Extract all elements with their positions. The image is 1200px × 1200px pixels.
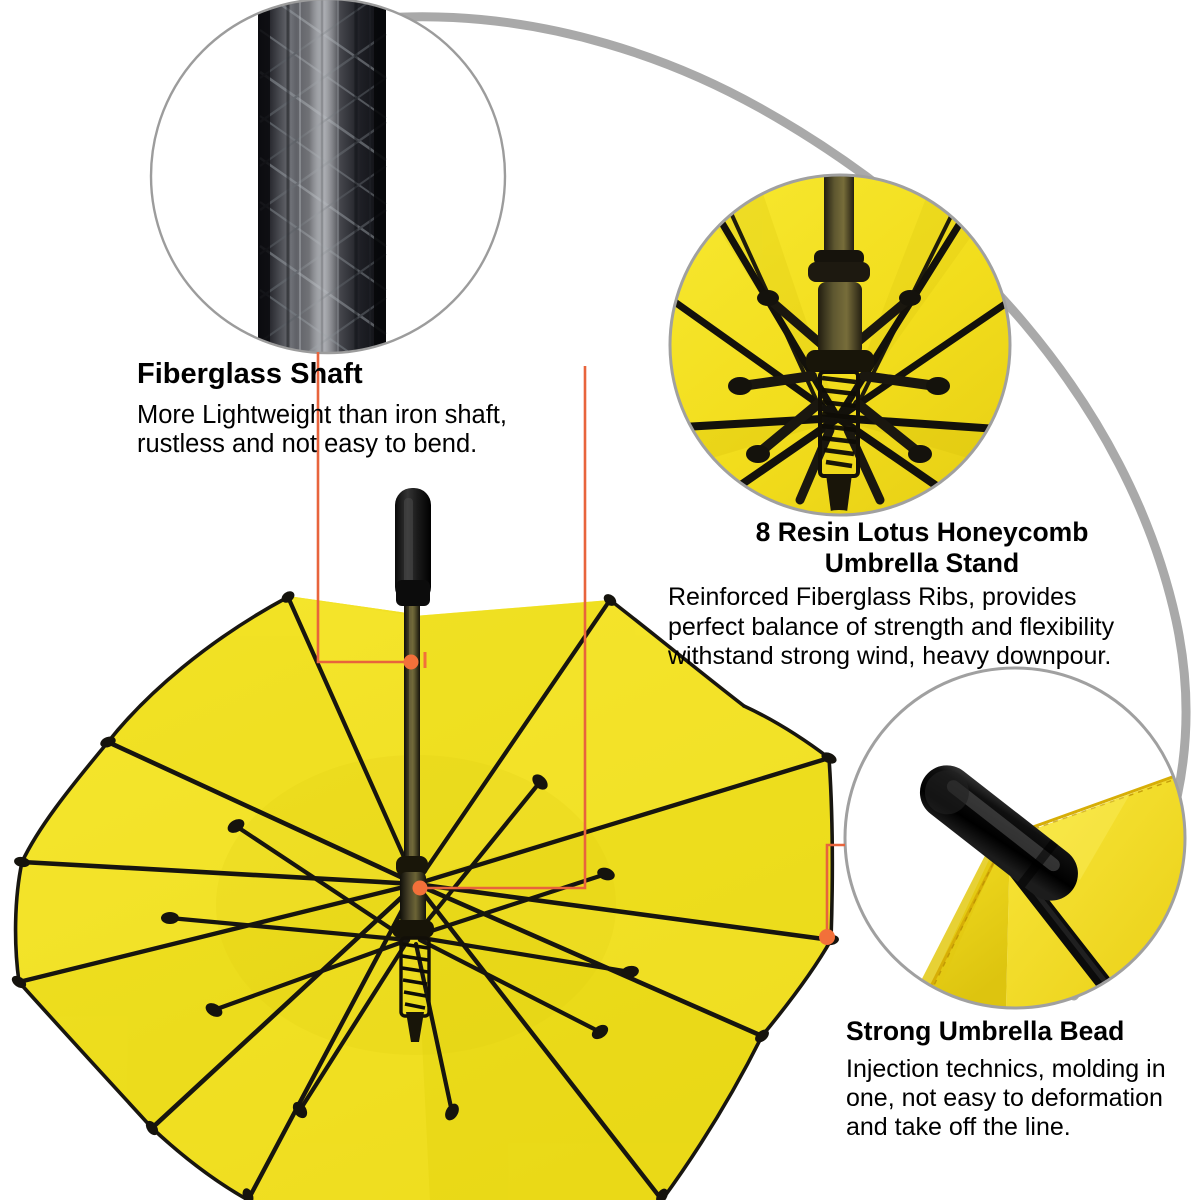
callout-body-umbrella-bead: Injection technics, molding in one, not …	[846, 1054, 1166, 1142]
inset-ring-bead	[843, 666, 1187, 1010]
leader-dots	[403, 654, 835, 945]
inset-fiberglass-shaft	[149, 0, 507, 355]
leader-line-bead	[825, 843, 845, 937]
callout-body-fiberglass-shaft: More Lightweight than iron shaft, rustle…	[137, 400, 507, 459]
callout-umbrella-stand: 8 Resin Lotus Honeycomb Umbrella Stand R…	[668, 517, 1176, 671]
callout-body-umbrella-stand: Reinforced Fiberglass Ribs, provides per…	[668, 583, 1115, 670]
inset-umbrella-bead	[843, 666, 1187, 1010]
leader-lines	[316, 352, 845, 937]
callout-fiberglass-shaft: Fiberglass Shaft More Lightweight than i…	[137, 358, 557, 460]
leader-dot-bead	[819, 929, 835, 945]
leader-dot-shaft	[403, 654, 419, 670]
umbrella-shaft	[404, 596, 420, 868]
umbrella-strut-joints	[161, 774, 639, 1121]
callout-title-fiberglass-shaft: Fiberglass Shaft	[137, 358, 363, 390]
main-umbrella-product	[11, 488, 839, 1200]
umbrella-stretchers	[167, 779, 633, 1115]
callout-title-umbrella-bead: Strong Umbrella Bead	[846, 1016, 1125, 1046]
inset-ring-shaft	[149, 0, 507, 355]
leader-dot-stand	[412, 880, 428, 896]
umbrella-canopy-shape	[15, 597, 833, 1200]
callout-umbrella-bead: Strong Umbrella Bead Injection technics,…	[846, 1016, 1186, 1142]
leader-line-stand	[420, 366, 587, 890]
umbrella-hem	[13, 595, 835, 1200]
inset-ring-stand	[668, 173, 1012, 517]
inset-honeycomb-stand	[668, 173, 1012, 517]
leader-line-shaft	[316, 352, 411, 664]
umbrella-handle	[395, 488, 431, 606]
callout-title-umbrella-stand: 8 Resin Lotus Honeycomb Umbrella Stand	[755, 517, 1089, 578]
